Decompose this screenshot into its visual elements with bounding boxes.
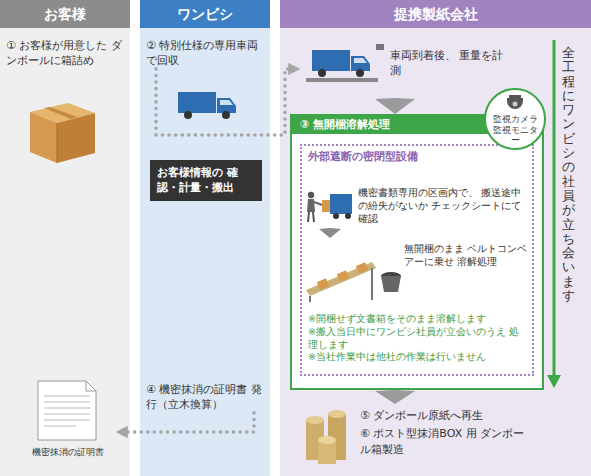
note-text: ※当社作業中は他社の作業は行いません	[302, 351, 532, 364]
vertical-note: 全工程にワンビシの社員が立ち会います	[562, 46, 575, 303]
node-text: 監視カメラ 監視モニター	[486, 114, 544, 146]
process-box: 機密書類専用の区画内で、 搬送途中の紛失がないか チェックシートにて確認	[304, 186, 530, 228]
node-text: ⑤ ダンボール原紙へ再生	[360, 408, 534, 423]
process-box: ⑤ ダンボール原紙へ再生 ⑥ ポスト型抹消BOX 用 ダンボール箱製造	[298, 404, 534, 472]
node-text: ① お客様が用意した ダンボールに箱詰め	[6, 38, 128, 69]
lane-header: お客様	[0, 0, 130, 28]
box-heading: 外部遮断の密閉型設備	[302, 146, 532, 167]
lane-panel: 車両到着後、 重量を計測機密書類専用の区画内で、 搬送途中の紛失がないか チェッ…	[280, 0, 591, 476]
process-box: 車両到着後、 重量を計測	[298, 40, 508, 98]
node-text: 機密書類専用の区画内で、 搬送途中の紛失がないか チェックシートにて確認	[358, 186, 530, 225]
node-text: ④ 機密抹消の証明書 発行（立木換算）	[146, 382, 268, 413]
camera-circle: 監視カメラ 監視モニター	[484, 88, 546, 150]
step-box: ② 特別仕様の専用車両で回収	[146, 38, 268, 69]
sealed-box: 機密書類専用の区画内で、 搬送途中の紛失がないか チェックシートにて確認無開梱の…	[300, 144, 534, 376]
document-box: 機密抹消の証明書	[18, 376, 118, 458]
node-text: ② 特別仕様の専用車両で回収	[146, 38, 268, 69]
node-text: 車両到着後、 重量を計測	[390, 48, 508, 79]
lane-header: ワンビシ	[140, 0, 270, 28]
lane-panel: ① お客様が用意した ダンボールに箱詰め機密抹消の証明書 お客様	[0, 0, 130, 476]
process-box: 機密書類専用の区画内で、 搬送途中の紛失がないか チェックシートにて確認無開梱の…	[290, 114, 544, 390]
step-box: ④ 機密抹消の証明書 発行（立木換算）	[146, 382, 268, 413]
node-text: 機密抹消の証明書	[18, 447, 118, 458]
info-box: お客様情報の 確認・計量・搬出	[150, 160, 262, 201]
step-box: ① お客様が用意した ダンボールに箱詰め	[6, 38, 128, 69]
node-text: 無開梱のまま ベルトコンベアーに乗せ 溶解処理	[404, 242, 530, 268]
lane-panel: ② 特別仕様の専用車両で回収お客様情報の 確認・計量・搬出 ④ 機密抹消の証明書 …	[140, 0, 270, 476]
note-text: ※搬入当日中にワンビシ社員が立会いのうえ 処理します	[302, 326, 532, 352]
lane-header: 提携製紙会社	[280, 0, 591, 28]
node-text: お客様情報の 確認・計量・搬出	[150, 160, 262, 201]
note-text: ※開梱せず文書箱をそのまま溶解します	[302, 313, 532, 326]
node-text: ⑥ ポスト型抹消BOX 用 ダンボール箱製造	[360, 426, 534, 457]
process-box: 無開梱のまま ベルトコンベアーに乗せ 溶解処理	[304, 238, 530, 302]
